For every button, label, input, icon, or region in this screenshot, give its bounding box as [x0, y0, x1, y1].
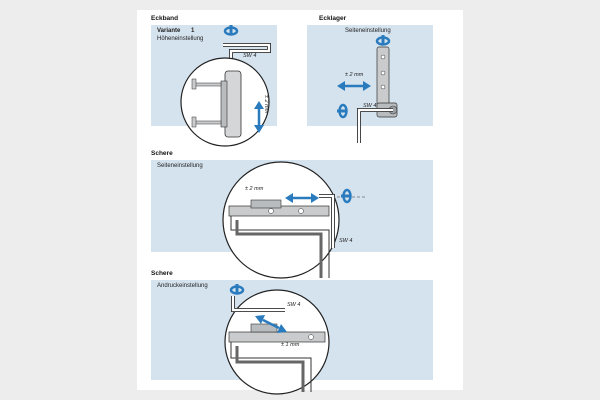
rotation-arrow-icon	[375, 35, 391, 46]
schere-side-range-label: ± 2 mm	[245, 186, 264, 192]
allen-wrench-icon	[223, 43, 271, 71]
ecklager-title: Ecklager	[319, 15, 347, 22]
schere-press-panel: Andruckeinstellung SW 4	[151, 280, 433, 395]
schere-press-range-label: ± 1 mm	[281, 342, 300, 348]
schere-press-caption: Andruckeinstellung	[157, 283, 208, 289]
double-arrow-icon	[254, 101, 264, 133]
eckband-illustration: ± 2 mm SW 4	[180, 25, 271, 147]
ecklager-illustration: ± 2 mm SW 4	[337, 35, 398, 143]
eckband-variant-number: 1	[191, 28, 195, 34]
schere-side-wrench-label: SW 4	[339, 238, 352, 244]
schere-press-title: Schere	[151, 270, 173, 277]
allen-wrench-icon	[319, 194, 335, 248]
ecklager-wrench-label: SW 4	[363, 103, 376, 109]
eckband-title: Eckband	[151, 15, 179, 22]
instruction-sheet: Eckband Variante 1 Höheneinstellung	[137, 10, 463, 395]
rotation-arrow-icon	[341, 188, 352, 204]
schere-side-title: Schere	[151, 150, 173, 157]
rotation-arrow-icon	[337, 103, 348, 119]
schere-side-illustration: ± 2 mm SW 4	[222, 161, 367, 279]
ecklager-panel: Seiteneinstellung ± 2 mm	[307, 25, 433, 143]
eckband-panel: Variante 1 Höheneinstellung	[151, 25, 277, 147]
allen-wrench-icon	[357, 108, 393, 143]
eckband-caption: Höheneinstellung	[157, 36, 204, 42]
ecklager-range-label: ± 2 mm	[345, 72, 364, 78]
ecklager-caption: Seiteneinstellung	[345, 28, 391, 34]
double-arrow-icon	[337, 81, 371, 91]
allen-wrench-icon	[231, 296, 285, 312]
schere-side-caption: Seiteneinstellung	[157, 163, 203, 169]
eckband-range-label: ± 2 mm	[263, 95, 269, 114]
eckband-wrench-label: SW 4	[243, 53, 256, 59]
schere-press-wrench-label: SW 4	[287, 302, 300, 308]
double-arrow-icon	[255, 315, 287, 333]
double-arrow-icon	[285, 193, 319, 203]
schere-press-illustration: SW 4 ± 1 mm	[224, 284, 330, 395]
schere-side-panel: Seiteneinstellung ± 2 mm	[151, 160, 433, 279]
rotation-arrow-icon	[223, 25, 239, 36]
rotation-arrow-icon	[229, 284, 245, 295]
eckband-variant-label: Variante	[157, 28, 181, 34]
